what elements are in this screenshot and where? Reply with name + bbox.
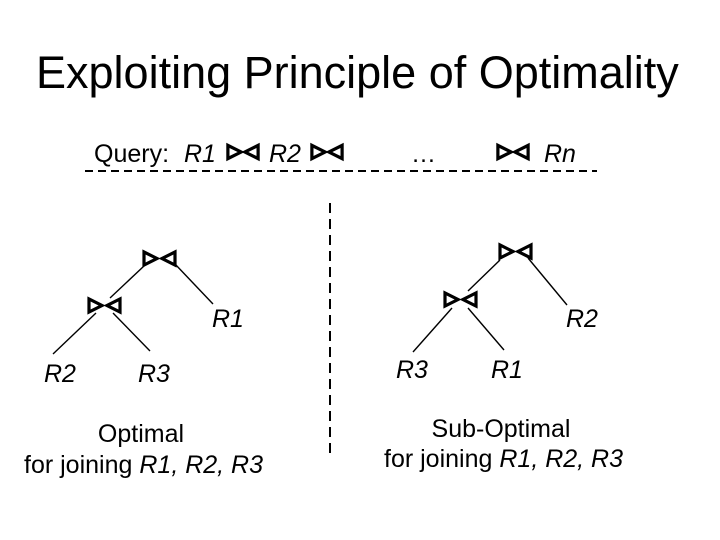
- join-icon: [496, 142, 530, 167]
- join-icon: [226, 142, 260, 167]
- query-label: Query:: [94, 140, 170, 168]
- join-icon: [498, 242, 533, 261]
- optimal-caption-relations: R1, R2, R3: [139, 451, 264, 479]
- query-relation-r1: R1: [184, 140, 216, 168]
- optimal-caption-title: Optimal: [97, 420, 185, 448]
- vertical-dashed-divider: [329, 203, 331, 456]
- join-icon: [310, 142, 344, 167]
- edge-line: [112, 312, 151, 352]
- suboptimal-caption-relations: R1, R2, R3: [499, 445, 624, 473]
- join-icon: [87, 296, 122, 315]
- join-icon: [142, 249, 177, 268]
- optimal-join-tree: [52, 249, 214, 355]
- suboptimal-join-tree: [412, 242, 568, 353]
- suboptimal-caption: Sub-Optimal for joining R1, R2, R3: [384, 414, 623, 474]
- left-tree-leaf-r3: R3: [138, 360, 170, 388]
- edge-line: [109, 265, 145, 299]
- query-relation-r2: R2: [269, 140, 301, 168]
- query-ellipsis: …: [411, 140, 436, 168]
- right-tree-leaf-r2: R2: [566, 305, 598, 333]
- edge-line: [52, 312, 97, 355]
- right-tree-leaf-r3: R3: [396, 356, 428, 384]
- right-tree-leaf-r1: R1: [491, 356, 523, 384]
- suboptimal-caption-title: Sub-Optimal: [431, 415, 571, 443]
- left-tree-leaf-r1: R1: [212, 305, 244, 333]
- horizontal-dashed-divider: [85, 170, 597, 172]
- suboptimal-caption-prefix: for joining: [384, 445, 500, 473]
- edge-line: [174, 263, 214, 305]
- edge-line: [412, 307, 453, 353]
- query-relation-rn: Rn: [544, 140, 576, 168]
- left-tree-leaf-r2: R2: [44, 360, 76, 388]
- edge-line: [467, 307, 505, 351]
- optimal-caption-prefix: for joining: [24, 451, 140, 479]
- edge-line: [467, 259, 501, 292]
- slide-title: Exploiting Principle of Optimality: [36, 47, 679, 98]
- optimal-caption: Optimal for joining R1, R2, R3: [24, 419, 263, 481]
- join-icon: [443, 290, 478, 309]
- edge-line: [527, 257, 568, 306]
